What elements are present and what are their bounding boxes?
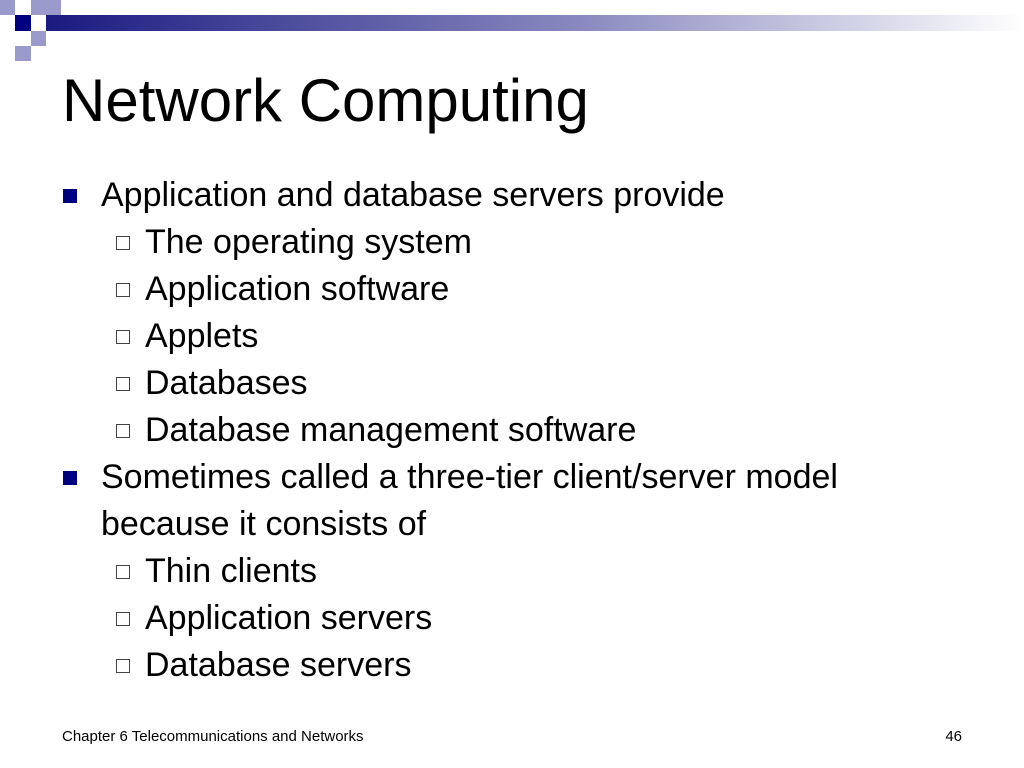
- sub-bullet-item: The operating system: [0, 219, 1024, 266]
- footer-chapter: Chapter 6 Telecommunications and Network…: [62, 728, 364, 745]
- slide-number: 46: [945, 728, 962, 745]
- sub-bullet-text: The operating system: [145, 223, 472, 261]
- sub-bullet-item: Applets: [0, 313, 1024, 360]
- sub-bullet-item: Databases: [0, 360, 1024, 407]
- corner-square: [46, 0, 61, 15]
- hollow-square-bullet-icon: [116, 659, 130, 673]
- slide-title: Network Computing: [62, 67, 589, 134]
- hollow-square-bullet-icon: [116, 377, 130, 391]
- sub-bullet-item: Application servers: [0, 595, 1024, 642]
- hollow-square-bullet-icon: [116, 565, 130, 579]
- sub-bullet-item: Database management software: [0, 407, 1024, 454]
- bullet-text: Sometimes called a three-tier client/ser…: [101, 458, 838, 543]
- hollow-square-bullet-icon: [116, 612, 130, 626]
- corner-square: [31, 0, 46, 15]
- corner-square: [15, 15, 31, 31]
- sub-bullet-text: Databases: [145, 364, 308, 402]
- hollow-square-bullet-icon: [116, 283, 130, 297]
- hollow-square-bullet-icon: [116, 330, 130, 344]
- square-bullet-icon: [63, 471, 77, 485]
- corner-square: [15, 46, 31, 61]
- square-bullet-icon: [63, 189, 77, 203]
- corner-square: [46, 31, 61, 46]
- sub-bullet-text: Database management software: [145, 411, 637, 449]
- corner-square: [0, 0, 15, 15]
- sub-bullet-text: Application servers: [145, 599, 433, 637]
- hollow-square-bullet-icon: [116, 236, 130, 250]
- sub-bullet-item: Thin clients: [0, 548, 1024, 595]
- hollow-square-bullet-icon: [116, 424, 130, 438]
- sub-bullet-text: Database servers: [145, 646, 412, 684]
- corner-square: [31, 31, 46, 46]
- bullet-item: Application and database servers provide: [0, 172, 861, 219]
- title-bar-gradient: [46, 15, 1024, 31]
- bullet-item: Sometimes called a three-tier client/ser…: [0, 454, 861, 548]
- corner-decoration: [0, 0, 1024, 61]
- sub-bullet-text: Application software: [145, 270, 450, 308]
- sub-bullet-item: Database servers: [0, 642, 1024, 689]
- sub-bullet-text: Applets: [145, 317, 259, 355]
- sub-bullet-text: Thin clients: [145, 552, 317, 590]
- bullet-list: Application and database servers provide…: [0, 172, 1024, 689]
- sub-bullet-item: Application software: [0, 266, 1024, 313]
- corner-square: [31, 15, 46, 31]
- bullet-text: Application and database servers provide: [101, 176, 725, 214]
